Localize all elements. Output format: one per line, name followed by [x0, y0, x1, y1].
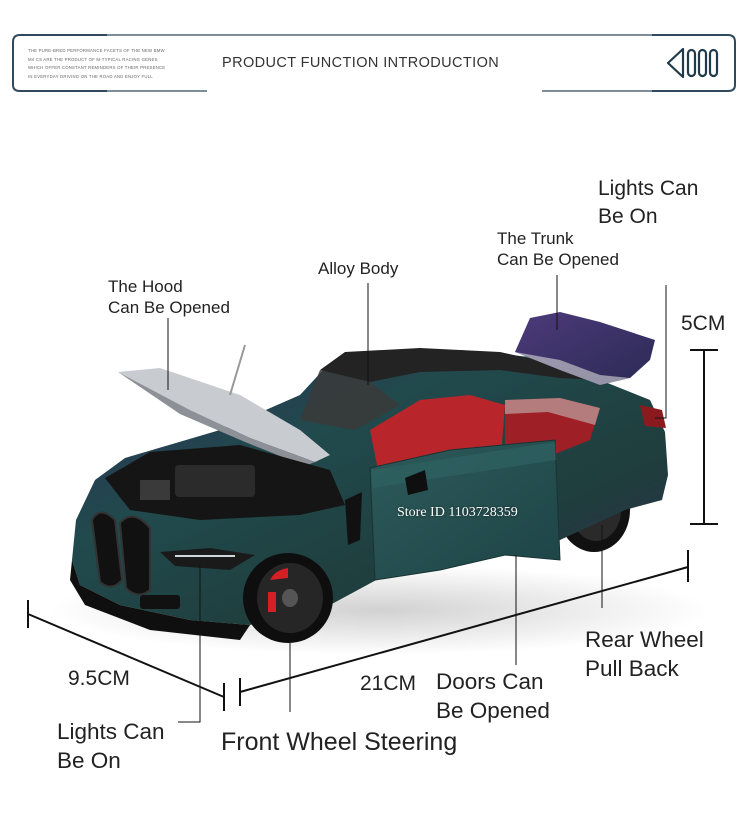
- dimension-width: 9.5CM: [68, 667, 130, 690]
- side-mirror: [405, 470, 428, 495]
- front-wheel: [243, 553, 333, 643]
- front-splitter: [70, 560, 250, 640]
- callout-text: Be Opened: [436, 698, 550, 723]
- windshield: [300, 370, 400, 430]
- tagline-line: THE PURE-BRED PERFORMANCE FACETS OF THE …: [28, 48, 165, 53]
- callout-text: Be On: [598, 205, 658, 228]
- headlight: [160, 548, 255, 570]
- kidney-grille-right: [118, 515, 151, 596]
- back-arrow-icon[interactable]: [665, 45, 725, 81]
- callout-text: Pull Back: [585, 656, 679, 681]
- callout-text: Doors Can: [436, 669, 544, 694]
- dimension-length: 21CM: [360, 672, 417, 695]
- dimension-lines: [27, 349, 718, 711]
- callout-lines: [167, 275, 667, 723]
- callout-text: Can Be Opened: [497, 250, 619, 269]
- callout-text: The Trunk: [497, 229, 574, 248]
- open-hood: [118, 368, 330, 462]
- header-frame: [12, 34, 736, 92]
- callout-trunk: The Trunk Can Be Opened: [497, 228, 619, 270]
- callout-text: Can Be Opened: [108, 298, 230, 317]
- callout-lights-front: Lights Can Be On: [57, 717, 165, 775]
- header-banner: THE PURE-BRED PERFORMANCE FACETS OF THE …: [12, 34, 737, 92]
- callout-lights-rear: Lights Can Be On: [598, 175, 698, 231]
- callout-hood: The Hood Can Be Opened: [108, 276, 230, 318]
- roof: [320, 348, 600, 382]
- header-tagline: THE PURE-BRED PERFORMANCE FACETS OF THE …: [28, 47, 198, 81]
- tagline-line: WHICH OFFER CONSTANT REMINDERS OF THEIR …: [28, 65, 166, 70]
- kidney-grille-left: [90, 511, 124, 588]
- side-vent: [345, 492, 362, 545]
- callout-text: Rear Wheel: [585, 627, 704, 652]
- callout-rear-wheel: Rear Wheel Pull Back: [585, 625, 704, 683]
- callout-text: Be On: [57, 748, 121, 773]
- open-trunk: [515, 312, 655, 385]
- store-id-watermark: Store ID 1103728359: [397, 505, 518, 520]
- callout-text: Lights Can: [598, 177, 699, 200]
- callout-alloy-body: Alloy Body: [318, 259, 399, 278]
- tagline-line: M4 CS ARE THE PRODUCT OF M-TYPICAL RACIN…: [28, 56, 158, 62]
- page-title: PRODUCT FUNCTION INTRODUCTION: [222, 55, 500, 71]
- callout-front-wheel: Front Wheel Steering: [221, 728, 458, 756]
- callout-text: The Hood: [108, 277, 183, 296]
- tagline-line: IN EVERYDAY DRIVING ON THE ROAD AND ENJO…: [28, 73, 153, 79]
- taillight: [640, 405, 666, 428]
- dimension-height: 5CM: [681, 312, 726, 335]
- callout-doors: Doors Can Be Opened: [436, 667, 550, 725]
- callout-text: Lights Can: [57, 719, 165, 744]
